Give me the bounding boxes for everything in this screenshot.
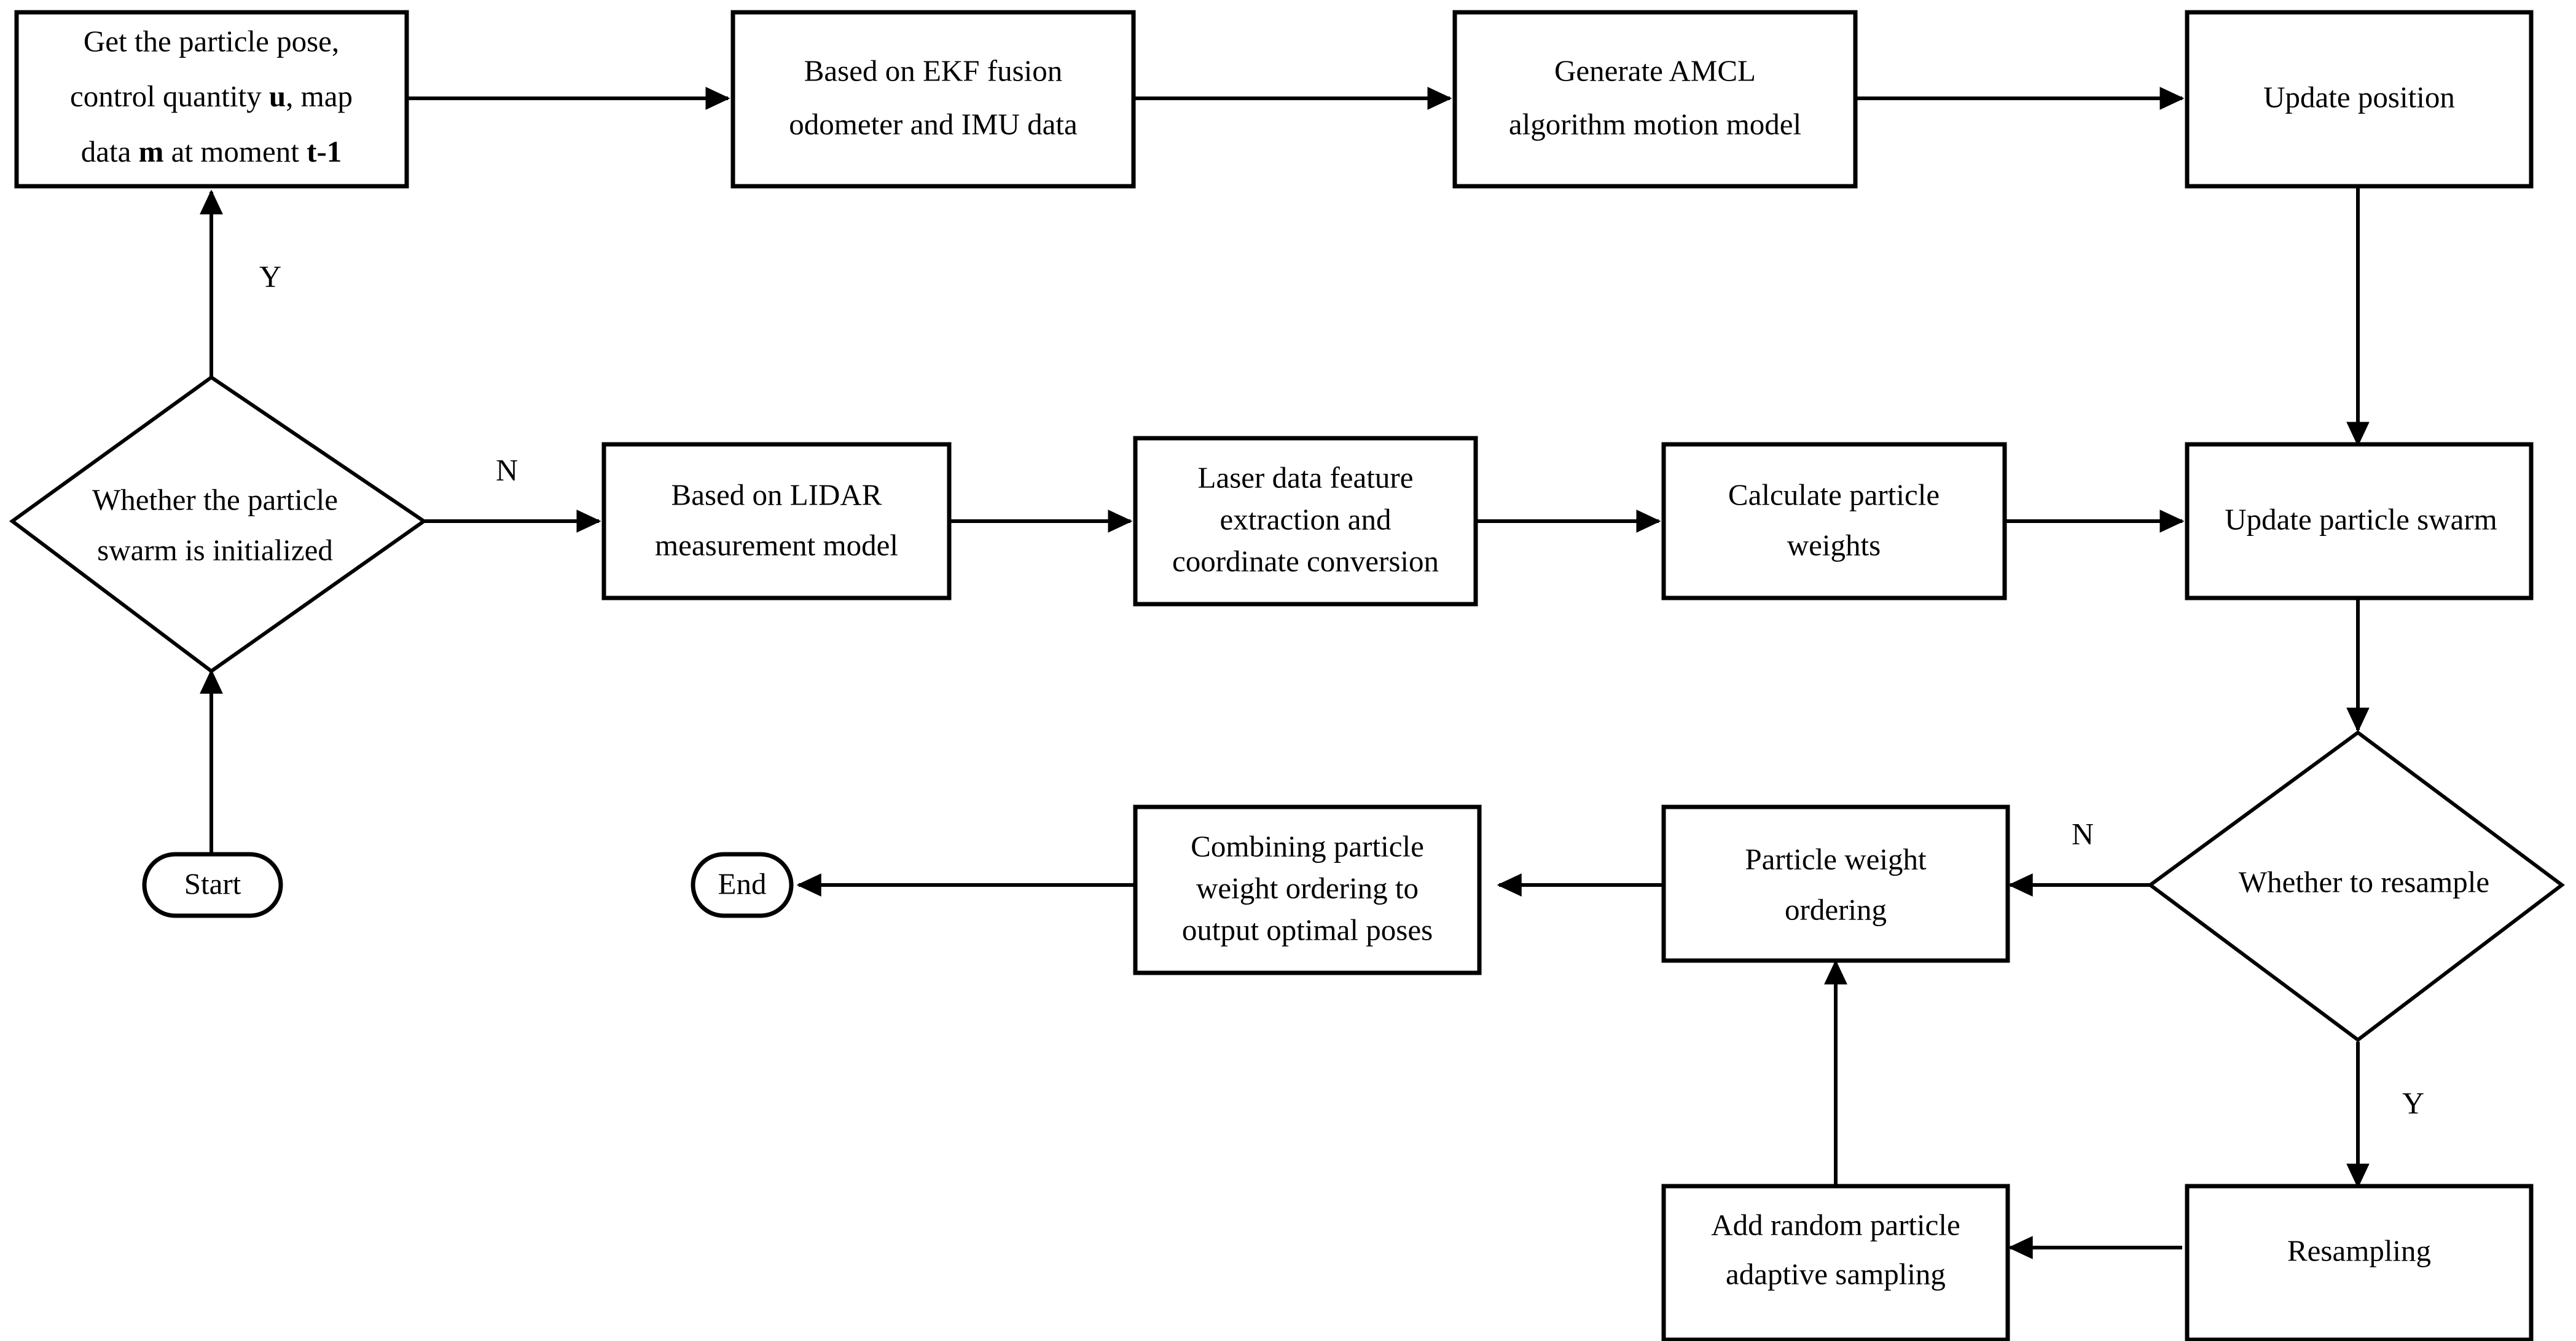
node-end[interactable]: End [691,852,794,918]
node-calc-weights-line2: weights [1787,528,1881,562]
node-swarm-initialized[interactable]: Whether the particle swarm is initialize… [9,375,428,674]
get-pose-line2-c: , map [286,79,353,113]
node-lidar-model-line1: Based on LIDAR [671,478,882,511]
node-start[interactable]: Start [142,852,283,918]
node-update-swarm[interactable]: Update particle swarm [2185,442,2534,600]
node-lidar-model-line2: measurement model [655,528,898,562]
node-combine-output-line2: weight ordering to [1196,871,1419,905]
get-pose-var-m: m [139,135,164,168]
node-laser-feature-line1: Laser data feature [1198,460,1414,494]
node-calc-weights-line1: Calculate particle [1728,478,1940,511]
node-add-random[interactable]: Add random particle adaptive sampling [1661,1184,2010,1341]
node-lidar-model[interactable]: Based on LIDAR measurement model [601,442,952,600]
node-update-swarm-label: Update particle swarm [2225,502,2497,536]
node-ekf-fusion-line1: Based on EKF fusion [804,53,1063,87]
node-amcl-motion-line1: Generate AMCL [1554,53,1756,87]
node-laser-feature[interactable]: Laser data feature extraction and coordi… [1133,436,1478,607]
edge-label-initialized-yes: Y [259,259,281,293]
node-get-pose[interactable]: Get the particle pose, control quantity … [14,10,409,189]
node-combine-output[interactable]: Combining particle weight ordering to ou… [1133,804,1482,975]
node-ekf-fusion-line2: odometer and IMU data [789,107,1078,141]
node-update-position-label: Update position [2263,80,2455,114]
node-amcl-motion-line2: algorithm motion model [1509,107,1801,141]
node-weight-ordering[interactable]: Particle weight ordering [1661,804,2010,963]
node-get-pose-line2: control quantity u, map [70,79,353,113]
node-add-random-line2: adaptive sampling [1726,1257,1946,1291]
get-pose-var-u: u [269,79,286,113]
node-amcl-motion[interactable]: Generate AMCL algorithm motion model [1452,10,1858,189]
node-end-label: End [718,867,767,900]
node-ekf-fusion[interactable]: Based on EKF fusion odometer and IMU dat… [730,10,1136,189]
node-laser-feature-line2: extraction and [1220,502,1392,536]
node-whether-resample[interactable]: Whether to resample [2147,730,2565,1042]
node-get-pose-line3: data m at moment t-1 [81,135,342,168]
node-weight-ordering-line2: ordering [1785,892,1887,926]
node-laser-feature-line3: coordinate conversion [1172,544,1439,578]
node-start-label: Start [184,867,241,900]
node-swarm-initialized-line1: Whether the particle [92,482,338,516]
node-combine-output-line3: output optimal poses [1182,913,1433,946]
node-weight-ordering-line1: Particle weight [1745,842,1927,876]
node-add-random-line1: Add random particle [1711,1208,1960,1241]
edge-label-resample-no: N [2072,816,2094,851]
node-calc-weights[interactable]: Calculate particle weights [1661,442,2007,600]
get-pose-line3-a: data [81,135,139,168]
get-pose-line3-c: at moment [163,135,307,168]
node-combine-output-line1: Combining particle [1191,829,1424,863]
node-update-position[interactable]: Update position [2185,10,2534,189]
node-get-pose-line1: Get the particle pose, [84,24,339,58]
node-resampling[interactable]: Resampling [2185,1184,2534,1341]
get-pose-line2-a: control quantity [70,79,269,113]
get-pose-var-t-minus-1: t-1 [307,135,342,168]
node-resampling-label: Resampling [2287,1233,2431,1267]
edge-label-resample-yes: Y [2402,1085,2424,1120]
edge-label-initialized-no: N [496,452,518,487]
node-whether-resample-label: Whether to resample [2239,865,2489,899]
node-swarm-initialized-line2: swarm is initialized [97,533,333,567]
